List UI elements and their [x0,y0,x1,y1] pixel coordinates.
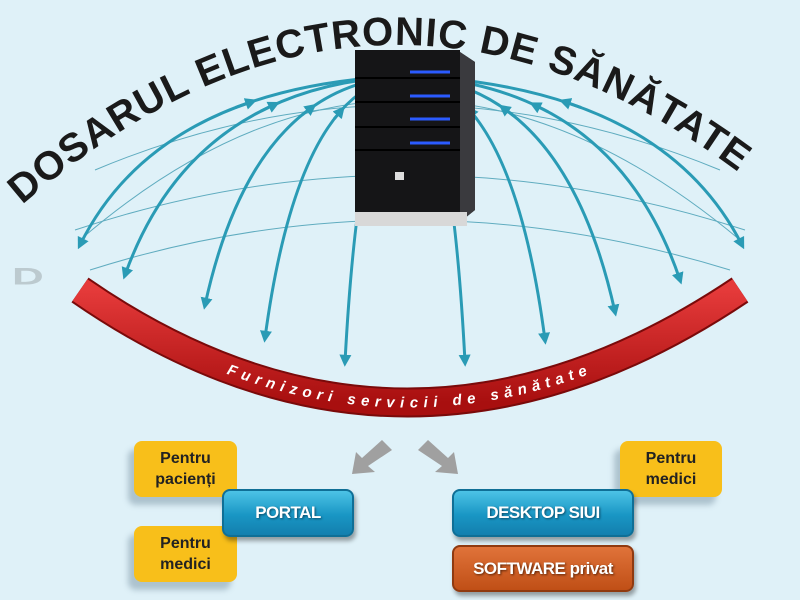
band-label: Furnizori servicii de sănătate [225,360,595,411]
arrow-to-desktop-icon [418,440,458,474]
portal-box: PORTAL [222,489,354,537]
connection-arrow [121,76,379,280]
arrow-to-portal-icon [352,440,392,474]
upload-arrowhead [260,101,280,113]
grey-arrows [352,440,458,474]
server-image [355,50,475,226]
desktop-audience-doctors: Pentru medici [620,441,722,497]
upload-arrowhead [558,98,582,110]
hp-logo [395,172,404,180]
portal-audience-doctors: Pentru medici [134,526,237,582]
portal-audience-patients: Pentru pacienți [134,441,237,497]
upload-arrowhead [529,102,549,114]
connection-arrow [77,76,371,250]
upload-arrowhead [235,98,258,110]
title-reflection: D [12,263,44,290]
upload-arrowhead [498,104,515,117]
connection-arrow [441,76,745,250]
private-software-box: SOFTWARE privat [452,545,634,592]
upload-arrowhead [332,106,345,120]
providers-band [80,290,740,403]
connection-arrow [200,76,387,310]
connection-arrow [433,76,684,285]
upload-arrowhead [301,103,317,117]
desktop-siui-box: DESKTOP SIUI [452,489,634,537]
